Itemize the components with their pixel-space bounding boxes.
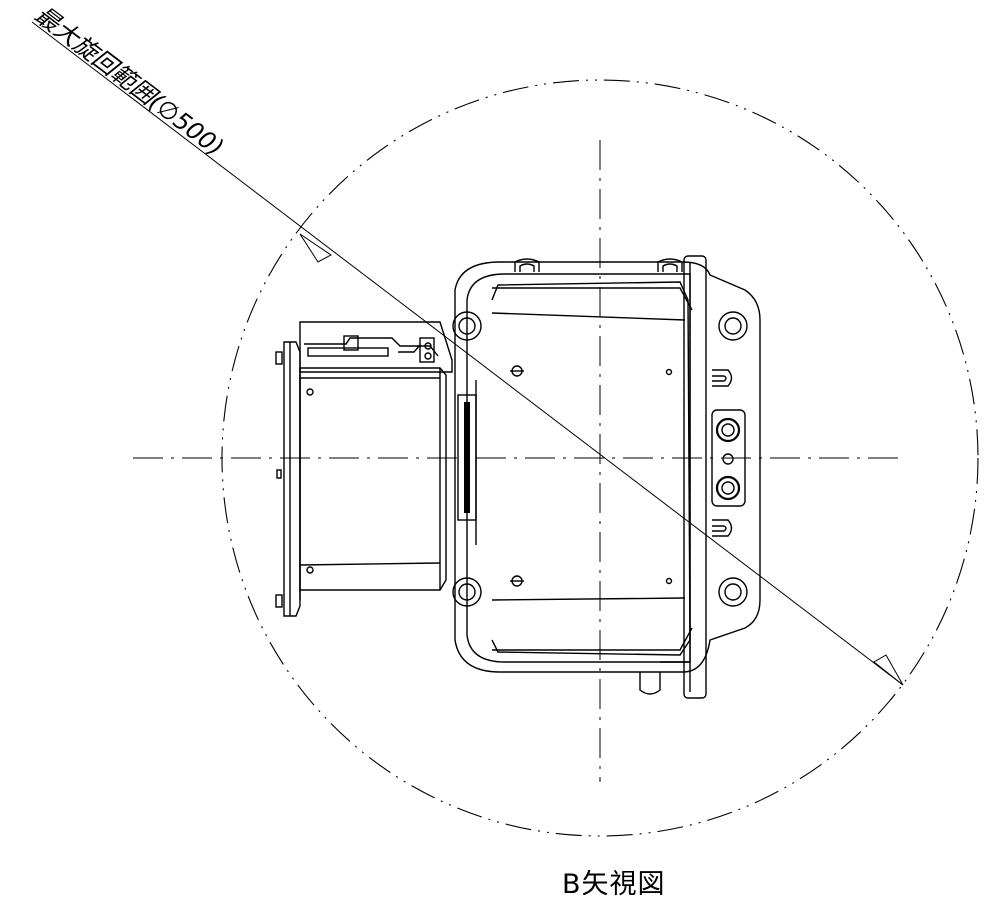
range-annotation-group: 最大旋回範囲(∅500) xyxy=(29,0,228,161)
arm-extension xyxy=(275,321,453,617)
joint-section xyxy=(457,380,477,545)
corner-bolt-holes xyxy=(452,311,748,607)
main-housing xyxy=(454,255,761,699)
view-label: B矢視図 xyxy=(562,869,666,900)
range-annotation: 最大旋回範囲(∅500) xyxy=(29,0,228,161)
cover-screws xyxy=(510,365,690,663)
